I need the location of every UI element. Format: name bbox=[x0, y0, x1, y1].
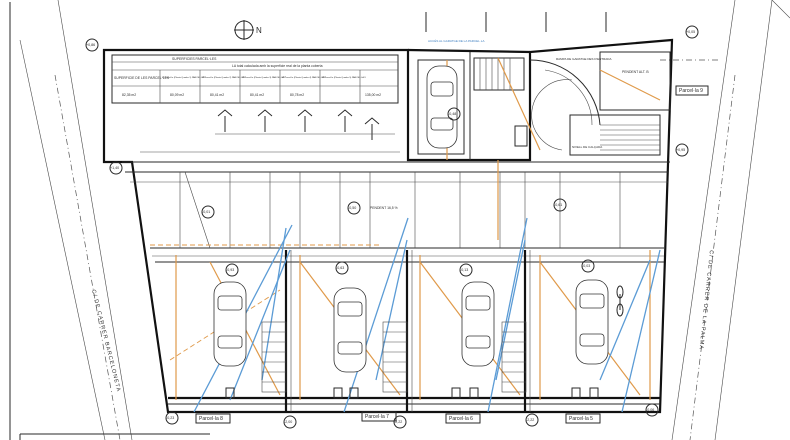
car-icon-bay-1 bbox=[213, 281, 247, 367]
level-room-mid-c: -0,61 bbox=[554, 203, 562, 207]
street-edge-right-outer bbox=[714, 0, 773, 440]
level-bay-1: -0,93 bbox=[226, 268, 234, 272]
level-markers bbox=[85, 25, 699, 429]
car-icon-upper bbox=[426, 65, 458, 149]
table-value-1: 80,09 m2 bbox=[170, 93, 184, 97]
car-icon-bay-2 bbox=[333, 287, 367, 373]
section-markers-top bbox=[217, 12, 607, 140]
table-value-3: 80,41 m2 bbox=[250, 93, 264, 97]
street-axis-right bbox=[689, 74, 736, 440]
street-axis-left bbox=[54, 74, 121, 440]
level-bay-4: -0,03 bbox=[582, 264, 590, 268]
level-bay-2: -0,63 bbox=[336, 266, 344, 270]
parcel-label-9: Parcel·la 9 bbox=[679, 88, 703, 94]
right-stair bbox=[600, 124, 660, 151]
table-header-4: 4ª Parcel·la (Planta Quadra 4) PARCEL·LA… bbox=[282, 76, 326, 79]
note-rampa: RAMPA DE GARATGE DES D'ENTRADA bbox=[556, 57, 611, 61]
street-edge-right bbox=[671, 0, 736, 440]
level-left-mid: +1,40 bbox=[110, 166, 119, 170]
table-header-5: 5ª Parcel·la (Planta Quadra 5) PARCEL·LA… bbox=[322, 76, 366, 79]
note-pendent-top: PENDENT 16,5 % bbox=[370, 206, 398, 210]
level-bot-left: -0,23 bbox=[166, 416, 174, 420]
note-pendent-right: PENDENT ALT. B bbox=[622, 70, 649, 74]
level-room-mid-a: -0,01 bbox=[202, 210, 210, 214]
upper-garage-room bbox=[417, 59, 465, 155]
level-bot-right: -0,06 bbox=[646, 408, 654, 412]
table-header-3: 3ª Parcel·la (Planta Quadra 3) PARCEL·LA… bbox=[242, 76, 286, 79]
car-icon-bay-4 bbox=[575, 279, 609, 365]
north-arrow-icon: N bbox=[234, 20, 262, 40]
note-access: ACCÉS AL GARATGE DE LA PARCEL·LA bbox=[428, 38, 484, 43]
bicycle-icon bbox=[616, 285, 624, 317]
table-title: SUPERFICIES PARCEL·LES bbox=[172, 57, 217, 61]
table-note: LA total calculada amb la superficie rea… bbox=[232, 64, 323, 68]
level-room-upper: -0,48 bbox=[448, 112, 456, 116]
curved-ramp bbox=[529, 59, 601, 126]
north-label: N bbox=[256, 26, 262, 35]
bay-stairs bbox=[261, 321, 527, 393]
level-right-mid: +0,95 bbox=[676, 148, 685, 152]
level-bot-center-b: -2,22 bbox=[394, 420, 402, 424]
level-top-right: +0,05 bbox=[686, 30, 695, 34]
street-edge-left-inner bbox=[57, 0, 133, 440]
parcel-label-7: Parcel·la 7 bbox=[365, 414, 389, 420]
table-header-0: SUPERFICIE DE LES PARCEL·LES bbox=[114, 76, 170, 80]
upper-stair bbox=[473, 57, 525, 91]
table-header-1: 1ª Parcel·la (Planta Quadra 1) PARCEL·LA… bbox=[162, 76, 206, 79]
street-name-right: C/ DE CARRER DE LA PALMA bbox=[698, 250, 714, 350]
level-bay-3: -0,13 bbox=[460, 268, 468, 272]
table-value-0: 82,35 m2 bbox=[122, 93, 136, 97]
blue-leaders bbox=[193, 217, 661, 413]
level-room-mid-b: -0,50 bbox=[348, 206, 356, 210]
parcel-label-6: Parcel·la 6 bbox=[449, 416, 473, 422]
upper-right-room bbox=[599, 51, 671, 111]
table-header-2: 2ª Parcel·la (Planta Quadra 2) PARCEL·LA… bbox=[202, 76, 246, 79]
table-value-2: 80,41 m2 bbox=[210, 93, 224, 97]
level-top-left: +0,86 bbox=[86, 43, 95, 47]
street-edge-left bbox=[19, 39, 106, 440]
parcel-label-8: Parcel·la 8 bbox=[199, 416, 223, 422]
table-value-4: 80,78 m2 bbox=[290, 93, 304, 97]
table-value-5: 135,00 m2 bbox=[365, 93, 381, 97]
street-name-left: C/ DE CARRER BARCELONETA bbox=[90, 289, 121, 393]
surface-table: SUPERFICIES PARCEL·LES LA total calculad… bbox=[111, 54, 399, 104]
parcel-label-5: Parcel·la 5 bbox=[569, 416, 593, 422]
level-bot-center-c: -2,22 bbox=[526, 418, 534, 422]
note-serv: NIVELL DE CALÇADA bbox=[572, 145, 602, 149]
level-bot-center-a: -2,00 bbox=[284, 420, 292, 424]
car-icon-bay-3 bbox=[461, 281, 495, 367]
